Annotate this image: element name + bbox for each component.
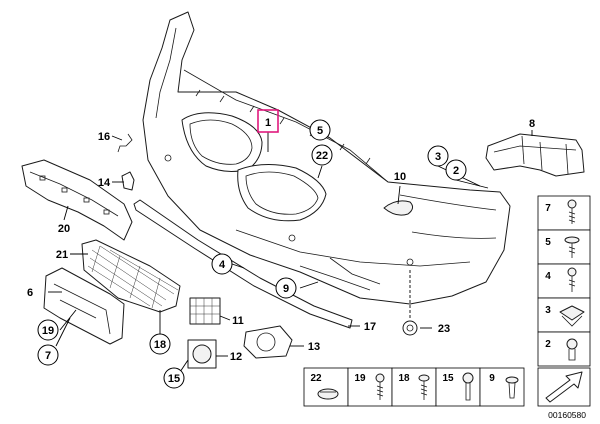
callout-5: 5 xyxy=(309,119,331,141)
callout-2: 2 xyxy=(445,159,467,181)
svg-text:2: 2 xyxy=(453,165,459,177)
side-legend: 7 5 4 3 2 xyxy=(537,195,591,367)
part-16-wire xyxy=(117,133,133,153)
callout-8: 8 xyxy=(529,118,535,130)
clip-icon xyxy=(317,388,339,400)
callout-11: 11 xyxy=(232,315,244,327)
part-10-cap xyxy=(383,200,414,216)
callout-13: 13 xyxy=(308,341,320,353)
screw-icon xyxy=(567,267,577,292)
callout-21: 21 xyxy=(56,249,68,261)
bolt-washer-icon xyxy=(564,236,580,258)
callouts: 1 5 22 3 2 4 9 19 xyxy=(27,109,535,389)
svg-text:3: 3 xyxy=(435,151,441,163)
callout-15: 15 xyxy=(163,367,185,389)
svg-text:15: 15 xyxy=(168,373,180,385)
svg-text:4: 4 xyxy=(545,271,551,282)
callout-1: 1 xyxy=(265,117,271,129)
svg-text:9: 9 xyxy=(283,283,289,295)
callout-4: 4 xyxy=(211,253,233,275)
callout-16: 16 xyxy=(98,131,110,143)
rivet-icon xyxy=(566,338,578,361)
svg-text:22: 22 xyxy=(316,150,328,162)
svg-text:5: 5 xyxy=(545,237,551,248)
svg-text:7: 7 xyxy=(545,203,551,214)
fog-grille-cover xyxy=(187,339,217,369)
callout-3: 3 xyxy=(427,145,449,167)
svg-text:19: 19 xyxy=(42,325,54,337)
document-number: 00160580 xyxy=(548,410,586,420)
arrow-icon xyxy=(545,371,583,403)
svg-text:9: 9 xyxy=(489,373,495,384)
svg-text:4: 4 xyxy=(219,259,226,271)
svg-text:18: 18 xyxy=(398,373,410,384)
callout-14: 14 xyxy=(98,177,111,189)
leader-lines xyxy=(48,130,533,379)
svg-text:19: 19 xyxy=(354,373,366,384)
svg-text:2: 2 xyxy=(545,339,551,350)
callout-20: 20 xyxy=(58,223,70,235)
svg-text:5: 5 xyxy=(317,125,323,137)
lower-grille xyxy=(81,239,181,313)
screw-icon xyxy=(418,374,430,400)
fog-light-ring xyxy=(243,325,293,359)
svg-text:3: 3 xyxy=(545,305,551,316)
fog-grille xyxy=(189,297,221,325)
highlight-box-1 xyxy=(257,109,279,133)
callout-22: 22 xyxy=(311,144,333,166)
part-14-bracket xyxy=(121,171,135,191)
callout-17: 17 xyxy=(364,321,376,333)
carrier-bracket xyxy=(21,159,133,241)
callout-19: 19 xyxy=(37,319,59,341)
svg-text:15: 15 xyxy=(442,373,454,384)
callout-6: 6 xyxy=(27,287,33,299)
svg-text:18: 18 xyxy=(154,339,166,351)
bottom-legend: 22 19 18 15 9 xyxy=(303,367,591,407)
bolt-icon xyxy=(462,372,474,401)
callout-18: 18 xyxy=(149,333,171,355)
callout-9: 9 xyxy=(275,277,297,299)
screw-icon xyxy=(567,199,577,224)
screw-icon xyxy=(375,373,385,400)
part-23-sensor xyxy=(402,320,418,336)
part-17-strip xyxy=(133,199,353,329)
expanding-rivet-icon xyxy=(505,376,519,399)
clip-nut-icon xyxy=(559,305,585,327)
callout-23: 23 xyxy=(438,323,450,335)
callout-12: 12 xyxy=(230,351,242,363)
license-plate-holder xyxy=(43,267,125,345)
air-duct xyxy=(485,133,585,177)
callout-7: 7 xyxy=(37,344,59,366)
svg-text:7: 7 xyxy=(45,350,51,362)
svg-text:22: 22 xyxy=(310,373,322,384)
callout-10: 10 xyxy=(394,171,406,183)
